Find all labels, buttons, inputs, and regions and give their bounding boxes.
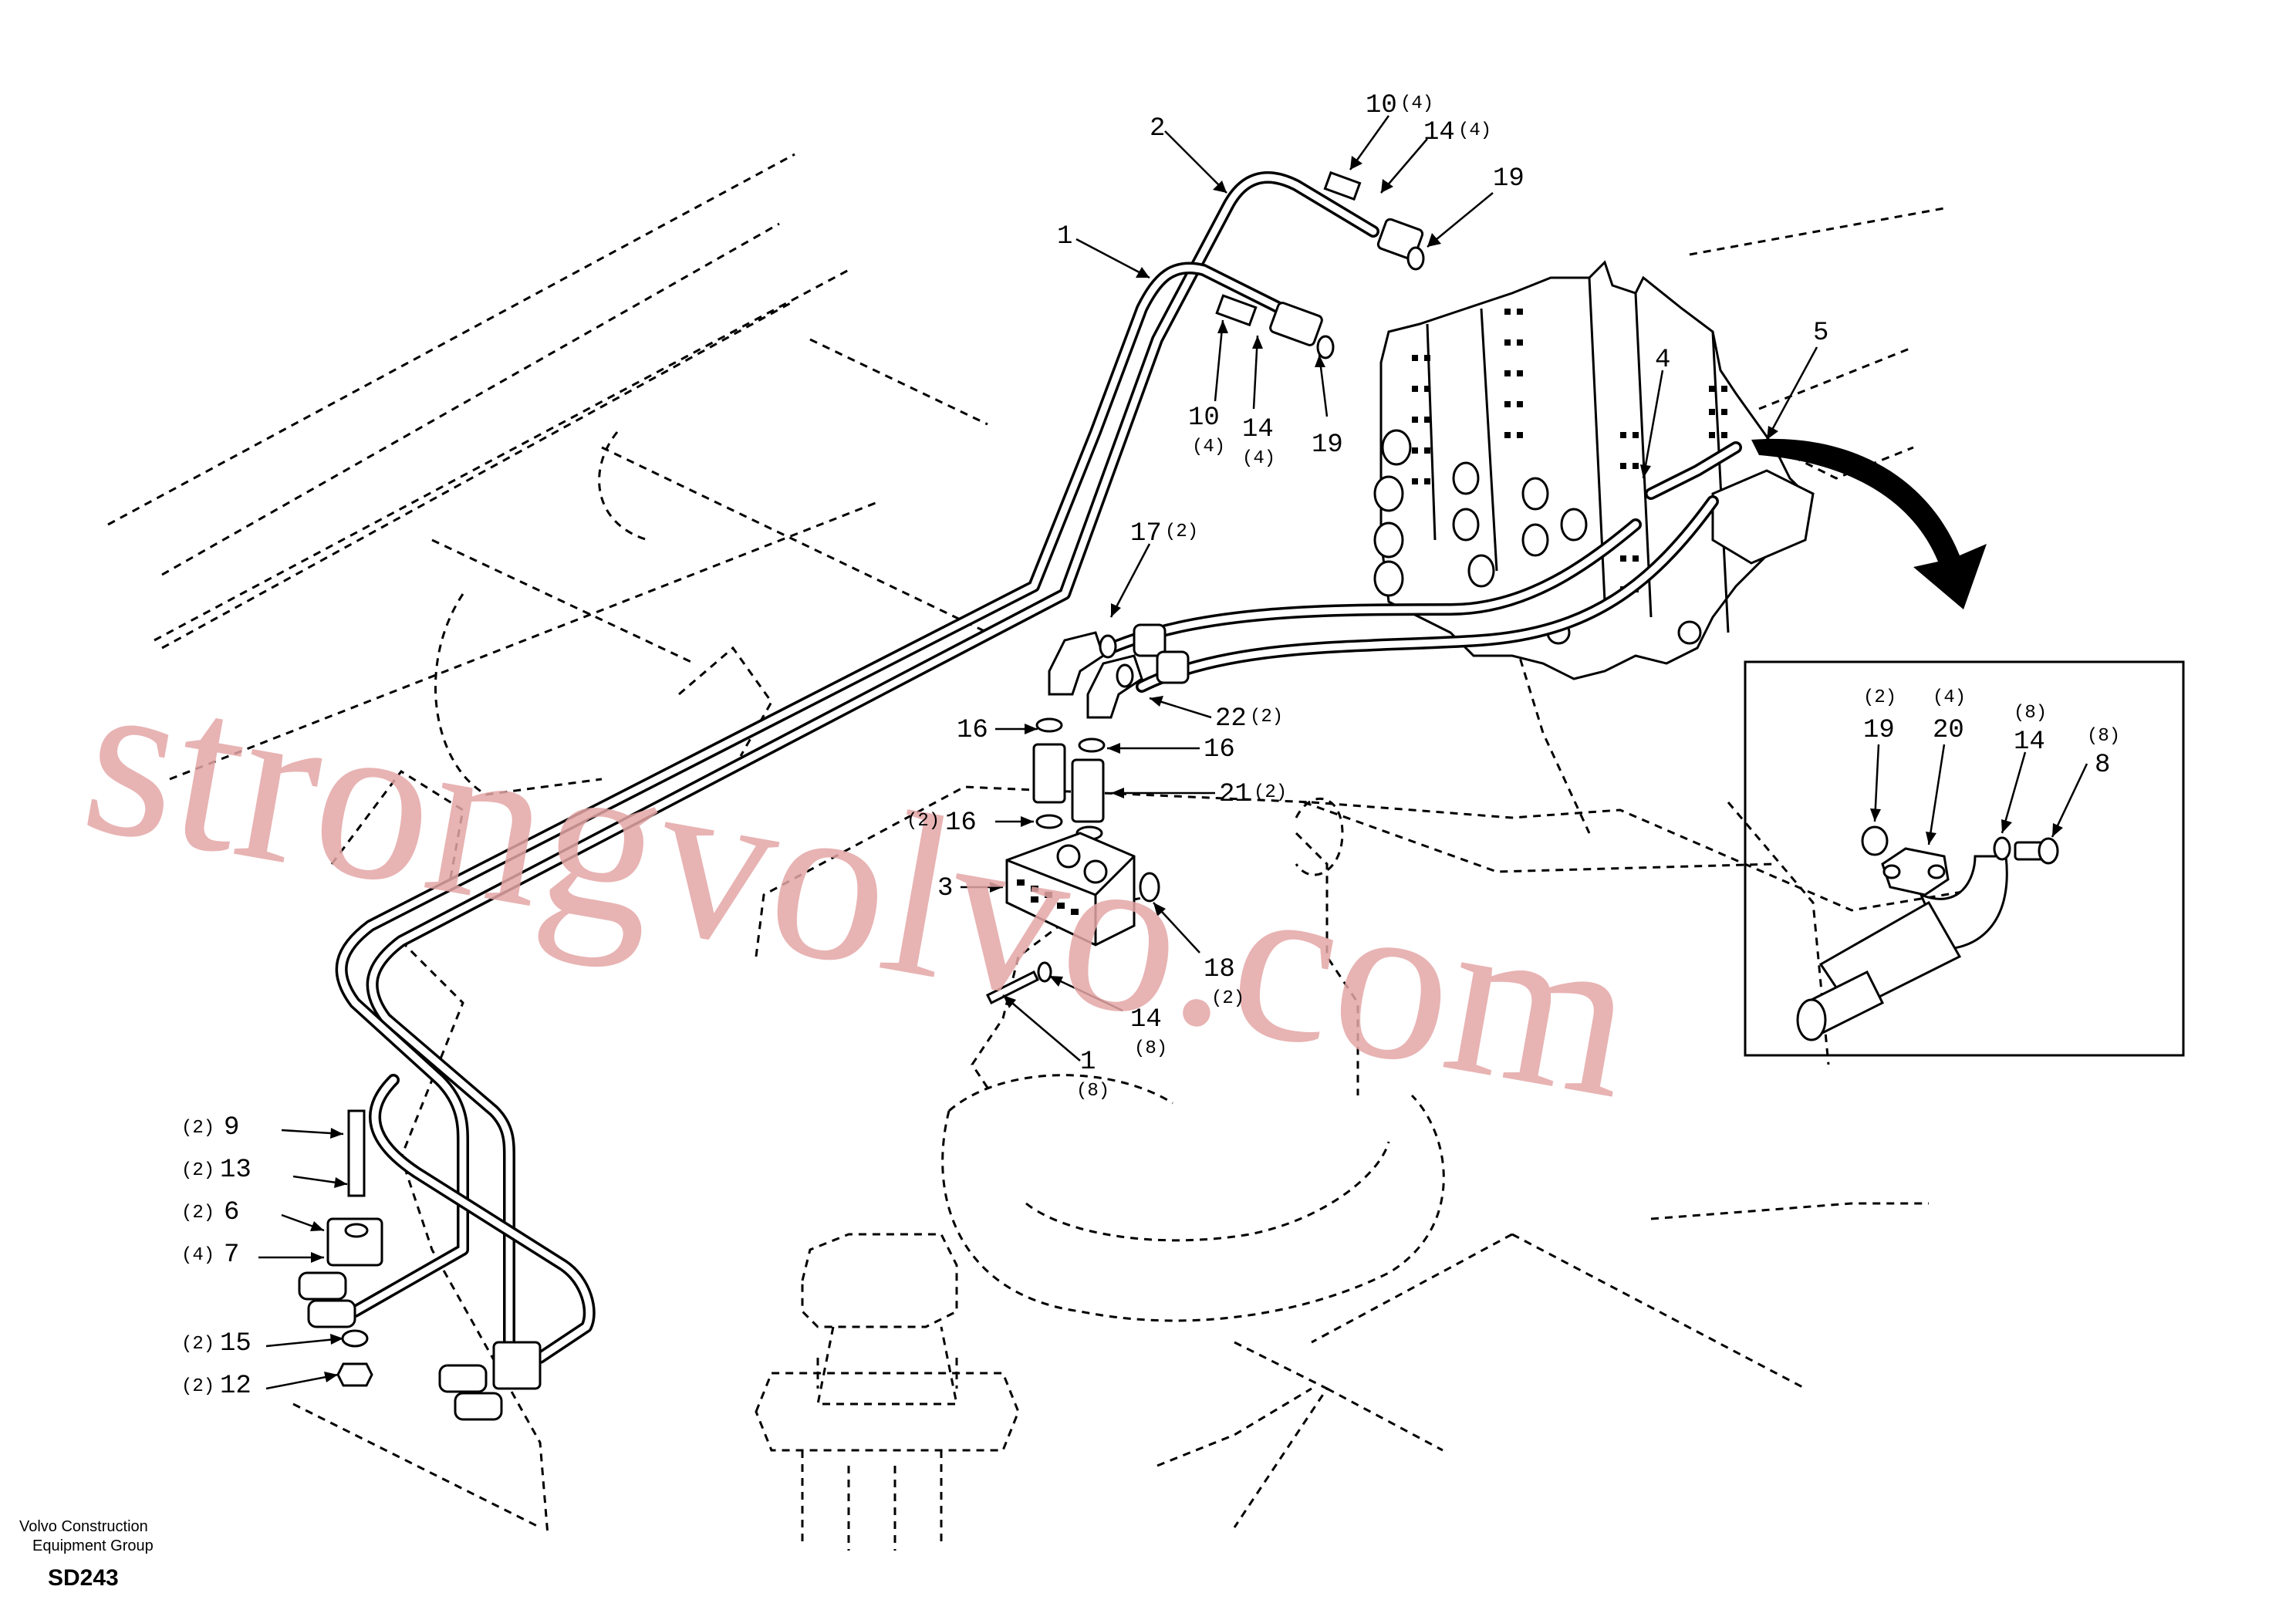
callout-16-left: 16 (957, 716, 988, 745)
callout-2: 2 (1150, 114, 1165, 143)
callout-14-lower-qty: (8) (1134, 1038, 1167, 1059)
callout-15: 15 (220, 1329, 252, 1358)
footer-company-line1: Volvo Construction (19, 1518, 148, 1535)
callout-6: 6 (224, 1198, 239, 1227)
callout-14-top-qty: (4) (1458, 120, 1491, 141)
callout-12: 12 (220, 1372, 252, 1401)
inset-callout-8: 8 (2095, 751, 2110, 780)
callout-22: 22 (1215, 704, 1247, 734)
callout-16-right: 16 (1204, 735, 1235, 764)
callout-12-qty: (2) (181, 1376, 214, 1397)
footer: Volvo Construction Equipment Group SD243 (19, 1518, 154, 1591)
callout-18-qty: (2) (1211, 988, 1244, 1009)
callout-14-mid: 14 (1242, 415, 1274, 444)
callout-16-lower: 16 (945, 808, 977, 838)
callout-labels: 2 1 10 (4) 14 (4) 19 10 (4) 14 (4) 19 4 … (181, 91, 1828, 1401)
footer-company-line2: Equipment Group (32, 1537, 154, 1554)
callout-6-qty: (2) (181, 1203, 214, 1223)
callout-13: 13 (220, 1156, 252, 1185)
fittings (298, 170, 1425, 1421)
callout-5: 5 (1813, 319, 1828, 348)
callout-22-qty: (2) (1250, 707, 1283, 727)
inset-callout-20-qty: (4) (1933, 687, 1966, 708)
callout-19-top: 19 (1493, 164, 1524, 194)
callout-16-lower-qty: (2) (907, 811, 940, 832)
callout-1-lower-qty: (8) (1076, 1081, 1109, 1102)
callout-3: 3 (937, 874, 953, 903)
inset-callout-19-qty: (2) (1863, 687, 1896, 708)
callout-9: 9 (224, 1113, 239, 1142)
callout-17: 17 (1130, 519, 1162, 548)
callout-1-lower: 1 (1080, 1048, 1096, 1077)
callout-14-mid-qty: (4) (1242, 448, 1275, 469)
callout-14-lower: 14 (1130, 1005, 1162, 1034)
inset-callout-20: 20 (1933, 716, 1964, 745)
callout-21: 21 (1219, 780, 1251, 809)
detail-arrow (1751, 438, 1987, 609)
inset-callout-14: 14 (2014, 727, 2045, 757)
callout-13-qty: (2) (181, 1160, 214, 1181)
inset-callout-19: 19 (1863, 716, 1895, 745)
detail-inset (1744, 660, 2185, 1057)
callout-18: 18 (1204, 955, 1235, 984)
callout-10-mid: 10 (1188, 403, 1220, 433)
callout-17-qty: (2) (1165, 521, 1198, 542)
callout-10-top-qty: (4) (1400, 93, 1433, 114)
callout-4: 4 (1655, 346, 1670, 375)
inset-callout-labels: (2) 19 (4) 20 (8) 14 (8) 8 (1863, 687, 2120, 780)
inset-callout-14-qty: (8) (2014, 703, 2047, 724)
callout-9-qty: (2) (181, 1118, 214, 1139)
callout-10-top: 10 (1366, 91, 1397, 120)
callout-14-top: 14 (1423, 118, 1455, 147)
footer-drawing-code: SD243 (48, 1565, 119, 1591)
callout-7-qty: (4) (181, 1245, 214, 1266)
callout-1: 1 (1057, 222, 1072, 251)
inset-callout-8-qty: (8) (2087, 726, 2120, 747)
callout-19-mid: 19 (1312, 430, 1343, 460)
leader-lines (258, 115, 2088, 1390)
callout-15-qty: (2) (181, 1334, 214, 1355)
callout-10-mid-qty: (4) (1192, 437, 1225, 457)
pipe-assembly (335, 171, 1742, 1364)
callout-7: 7 (224, 1240, 239, 1270)
callout-21-qty: (2) (1254, 782, 1287, 803)
